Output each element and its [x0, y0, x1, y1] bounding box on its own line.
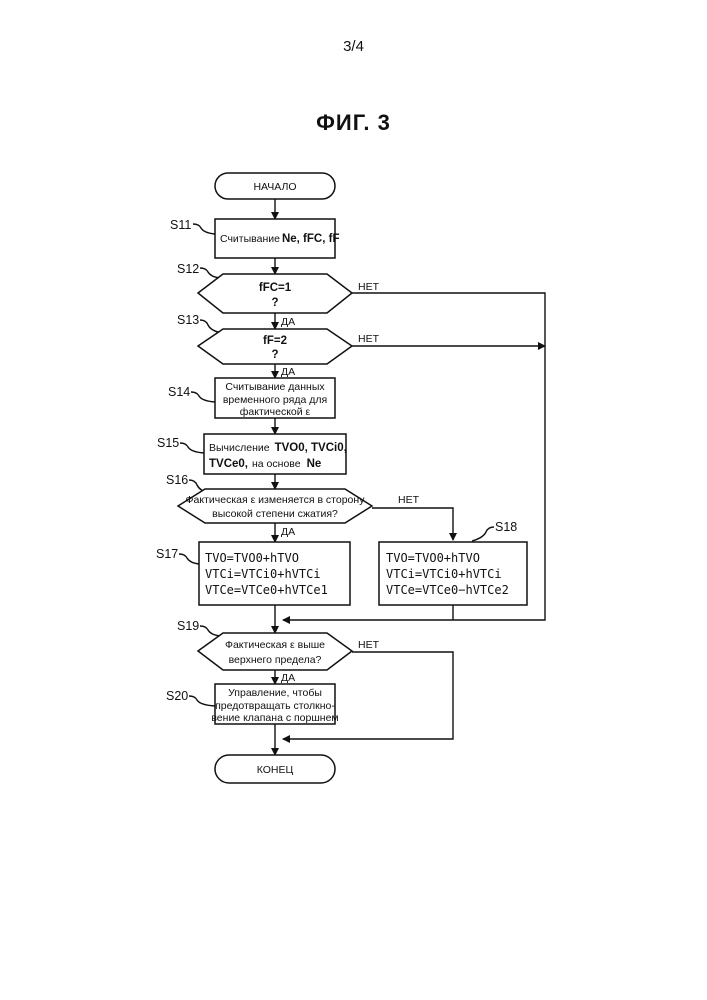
- step-id-s13: S13: [177, 313, 199, 327]
- s16-no-label: НЕТ: [398, 494, 420, 506]
- step-id-s11: S11: [170, 218, 191, 232]
- step-id-s15: S15: [157, 436, 179, 450]
- s16-line-1: Фактическая ε изменяется в сторону: [186, 494, 366, 506]
- s13-text: fF=2: [263, 335, 287, 347]
- s19-line-2: верхнего предела?: [229, 654, 322, 666]
- s18-line-2: VTCi=VTCi0+hVTCi: [386, 567, 502, 581]
- s19-yes-label: ДА: [281, 672, 295, 684]
- step-id-s20: S20: [166, 689, 188, 703]
- s12-no-label: НЕТ: [358, 281, 380, 293]
- step-id-s12: S12: [177, 262, 199, 276]
- step-id-s16: S16: [166, 473, 188, 487]
- s13-no-label: НЕТ: [358, 333, 380, 345]
- s13-yes-label: ДА: [281, 366, 295, 378]
- s16-yes-label: ДА: [281, 526, 295, 538]
- step-id-s14: S14: [168, 385, 190, 399]
- step-id-s17: S17: [156, 547, 178, 561]
- s20-line-1: Управление, чтобы: [228, 687, 322, 699]
- s20-line-3: вение клапана с поршнем: [211, 712, 338, 724]
- step-id-s19: S19: [177, 619, 199, 633]
- s19-line-1: Фактическая ε выше: [225, 639, 325, 651]
- s18-line-3: VTCe=VTCe0−hVTCe2: [386, 583, 509, 597]
- s14-line-1: Считывание данных: [225, 381, 325, 393]
- step-id-s18: S18: [495, 520, 517, 534]
- s11-text: СчитываниеNe, fFC, fF: [220, 233, 339, 245]
- s14-line-3: фактической ε: [240, 406, 311, 418]
- s17-line-3: VTCe=VTCe0+hVTCe1: [205, 583, 328, 597]
- s17-line-2: VTCi=VTCi0+hVTCi: [205, 567, 321, 581]
- s18-line-1: TVO=TVO0+hTVO: [386, 551, 480, 565]
- s12-question: ?: [271, 297, 278, 309]
- start-label: НАЧАЛО: [253, 181, 296, 193]
- end-label: КОНЕЦ: [257, 764, 294, 776]
- s16-line-2: высокой степени сжатия?: [212, 508, 338, 520]
- s12-text: fFC=1: [259, 282, 292, 294]
- s14-line-2: временного ряда для: [223, 394, 327, 406]
- s20-line-2: предотвращать столкно-: [215, 700, 335, 712]
- s17-line-1: TVO=TVO0+hTVO: [205, 551, 299, 565]
- s19-no-label: НЕТ: [358, 639, 380, 651]
- s12-yes-label: ДА: [281, 316, 295, 328]
- s15-line-1: ВычислениеTVO0, TVCi0,: [209, 442, 347, 454]
- s13-question: ?: [271, 349, 278, 361]
